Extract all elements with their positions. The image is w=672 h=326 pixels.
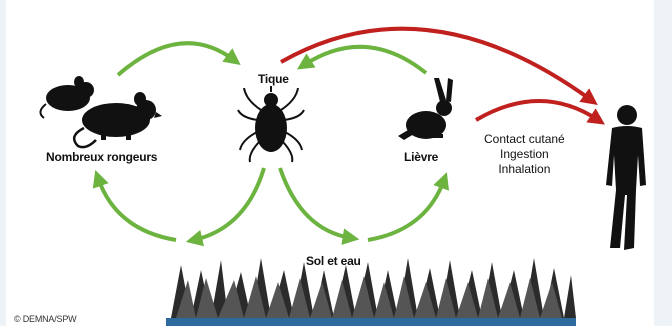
transmission-routes: Contact cutané Ingestion Inhalation xyxy=(484,132,565,177)
right-border xyxy=(654,0,666,326)
route-skin-contact: Contact cutané xyxy=(484,132,565,147)
arrow-tick-to-ground-left xyxy=(194,168,264,240)
tick-icon xyxy=(238,86,304,162)
human-silhouette-icon xyxy=(606,105,646,250)
soil-water-label: Sol et eau xyxy=(306,254,361,268)
hare-label: Lièvre xyxy=(404,150,438,164)
rodents-icon xyxy=(40,76,162,147)
tick-label: Tique xyxy=(258,72,289,86)
arrow-ground-to-rodents xyxy=(98,178,176,240)
arrow-hare-to-human xyxy=(476,101,598,120)
credit-text: © DEMNA/SPW xyxy=(14,314,76,324)
route-ingestion: Ingestion xyxy=(484,147,565,162)
rodents-label: Nombreux rongeurs xyxy=(46,150,157,164)
arrow-tick-to-human xyxy=(281,29,591,100)
route-inhalation: Inhalation xyxy=(484,162,565,177)
grass-icon xyxy=(166,258,576,326)
arrow-tick-to-soil xyxy=(280,168,351,238)
arrow-soil-to-hare xyxy=(368,180,444,240)
arrow-rodents-to-tick xyxy=(118,43,234,75)
diagram-canvas: Nombreux rongeurs Tique Lièvre Sol et ea… xyxy=(6,0,666,326)
arrow-hare-to-tick xyxy=(304,47,426,73)
hare-icon xyxy=(398,78,453,140)
